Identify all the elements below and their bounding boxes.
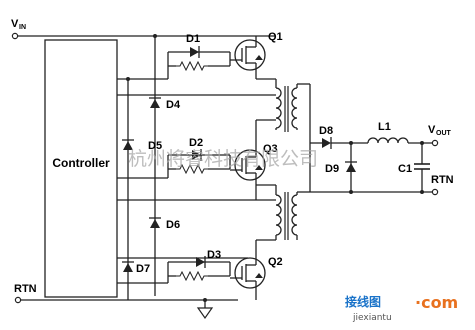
vout-subscript: OUT	[436, 130, 452, 137]
vin-subscript: IN	[19, 24, 26, 31]
d8-label: D8	[319, 125, 333, 137]
c1-label: C1	[398, 163, 412, 175]
controller-label: Controller	[52, 156, 110, 170]
rtn-right-label: RTN	[431, 174, 454, 186]
d1-diode	[190, 47, 199, 57]
brand-watermark-url: jiexiantu	[352, 313, 392, 323]
transformer-bottom	[275, 185, 298, 240]
d4-diode	[150, 99, 160, 108]
l1-inductor	[367, 137, 409, 144]
d5-diode	[123, 141, 133, 150]
d6-diode	[150, 219, 160, 228]
d1-label: D1	[186, 33, 200, 45]
d2-label: D2	[189, 137, 203, 149]
q2-label: Q2	[268, 256, 283, 268]
vin-terminal	[11, 32, 19, 40]
d2-diode	[192, 150, 201, 160]
d7-diode	[123, 263, 133, 272]
vin-label: V	[11, 18, 19, 30]
rtn-right-terminal	[431, 188, 439, 196]
q2-transistor	[234, 257, 266, 289]
d9-diode	[346, 163, 356, 172]
d3-diode	[196, 257, 205, 267]
vout-label: V	[428, 124, 436, 136]
q3-transistor	[234, 149, 266, 181]
d7-label: D7	[136, 263, 150, 275]
d4-label: D4	[166, 99, 181, 111]
q3-label: Q3	[263, 143, 278, 155]
q1-label: Q1	[268, 31, 283, 43]
rtn-left-label: RTN	[14, 283, 37, 295]
d3-label: D3	[207, 249, 221, 261]
vout-terminal	[431, 139, 439, 147]
ground-icon	[196, 307, 214, 320]
d9-label: D9	[325, 163, 339, 175]
d5-label: D5	[148, 140, 162, 152]
controller-block	[44, 39, 118, 298]
d6-label: D6	[166, 219, 180, 231]
brand-watermark-text: 接线图	[345, 294, 381, 309]
company-watermark: 杭州将睿科技有限公司	[128, 148, 318, 170]
d8-diode	[322, 138, 331, 148]
brand-watermark-com: ·com	[415, 293, 458, 312]
rtn-left-terminal	[14, 296, 22, 304]
transformer-top	[275, 79, 298, 132]
q1-transistor	[234, 39, 266, 71]
l1-label: L1	[378, 121, 391, 133]
